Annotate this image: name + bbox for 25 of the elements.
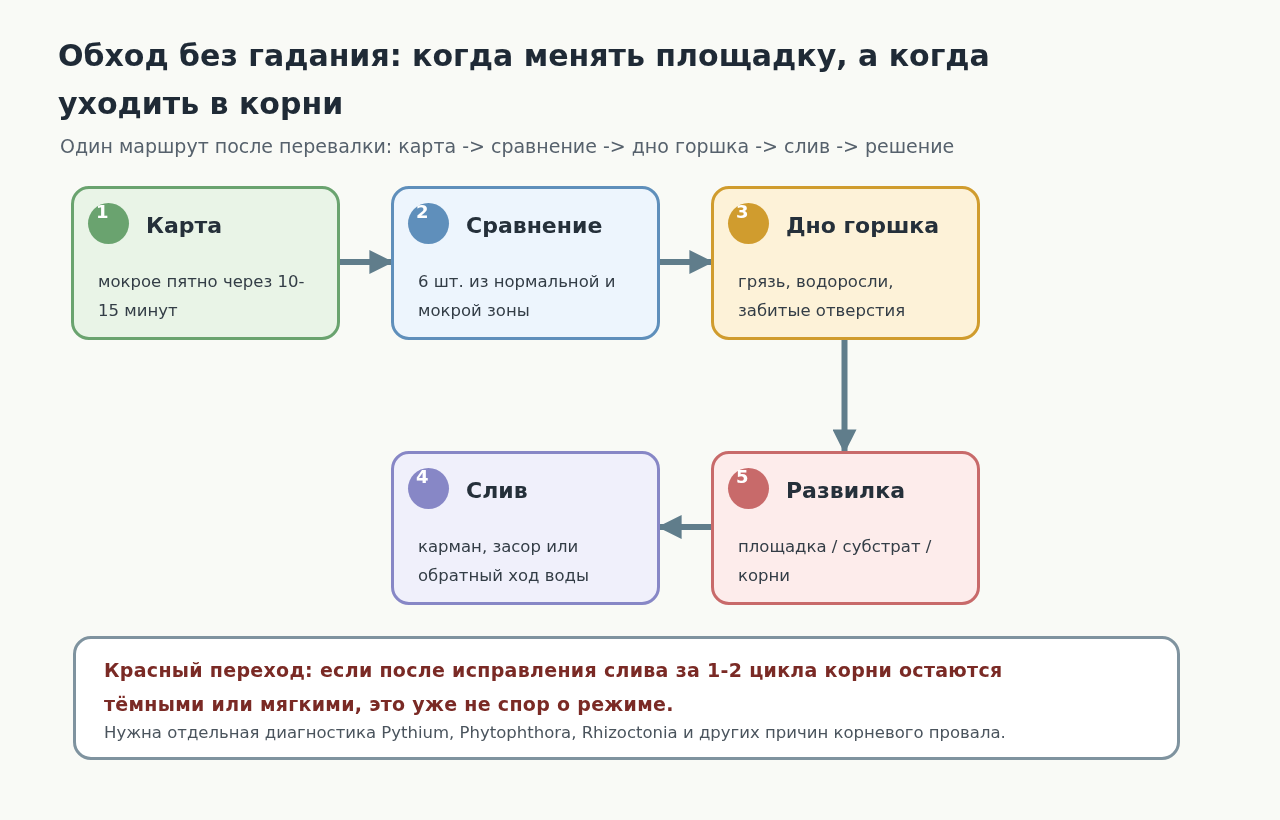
step-description: мокрое пятно через 10-15 минут: [98, 271, 306, 322]
title: Обход без гадания: когда менять площадку, а когда уходить в корни: [58, 37, 991, 123]
note-text: Нужна отдельная диагностика Pythium, Phytophthora, Rhizoctonia и других причин корневого провала.: [104, 723, 1006, 742]
step-title: Дно горшка: [786, 213, 940, 238]
step-description: 6 шт. из нормальной и мокрой зоны: [418, 271, 617, 322]
step-title: Сравнение: [466, 213, 603, 238]
note-card: [73, 636, 1180, 760]
step-card: [71, 186, 340, 340]
subtitle: Один маршрут после перевалки: карта -> сравнение -> дно горшка -> слив -> решение: [60, 135, 955, 157]
step-title: Слив: [466, 478, 528, 503]
step-card: [711, 186, 980, 340]
warning-text: Красный переход: если после исправления слива за 1-2 цикла корни остаются тёмными или мягкими, это уже не спор о режиме.: [104, 658, 1004, 717]
step-description: грязь, водоросли, забитые отверстия: [738, 271, 907, 322]
step-number: 1: [96, 201, 109, 223]
step-number: 3: [736, 201, 749, 223]
step-card: [391, 451, 660, 605]
step-description: площадка / субстрат / корни: [738, 536, 933, 587]
step-number: 2: [416, 201, 429, 223]
step-title: Развилка: [786, 478, 905, 503]
step-card: [711, 451, 980, 605]
step-description: карман, засор или обратный ход воды: [418, 536, 591, 587]
step-number: 4: [416, 466, 429, 488]
step-number: 5: [736, 466, 749, 488]
step-title: Карта: [146, 213, 223, 238]
step-card: [391, 186, 660, 340]
